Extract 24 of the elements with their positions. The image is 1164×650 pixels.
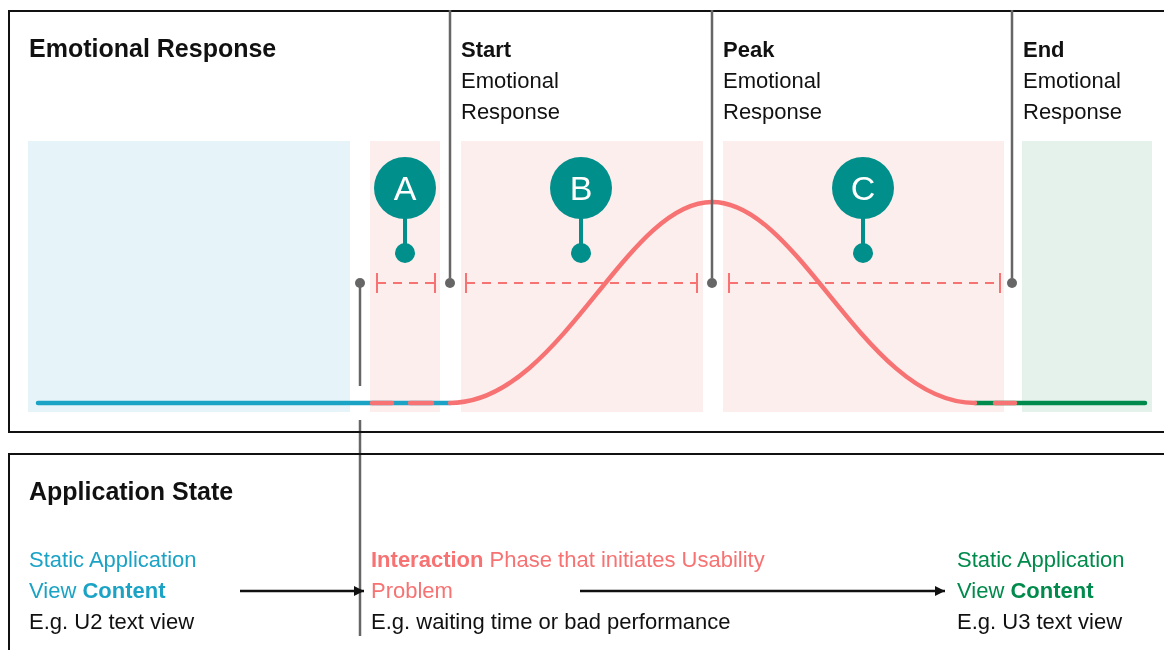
- state-label: Interaction Phase that initiates Usability Problem: [371, 546, 766, 605]
- phase-heading: Peak: [723, 36, 776, 64]
- leader-line: [1010, 10, 1014, 278]
- example-text: E.g. waiting time or bad performance: [371, 608, 732, 636]
- state-label: Static Application View Content: [957, 546, 1126, 605]
- arrow: [580, 586, 945, 596]
- leader-line: [448, 10, 452, 278]
- timeline-dot: [707, 278, 717, 288]
- section-title: Application State: [29, 477, 234, 506]
- phase-label: Emotional Response: [461, 67, 562, 126]
- timeline-dot: [1007, 278, 1017, 288]
- phase-label: Emotional Response: [1023, 67, 1124, 126]
- state-label: Static Application View Content: [29, 546, 198, 605]
- leader-line: [710, 10, 714, 278]
- section-title: Emotional Response: [29, 34, 277, 63]
- example-text: E.g. U3 text view: [957, 608, 1124, 636]
- example-text: E.g. U2 text view: [29, 608, 196, 636]
- section-panel: [8, 10, 1164, 433]
- phase-heading: Start: [461, 36, 513, 64]
- arrow: [240, 586, 364, 596]
- timeline-dot: [445, 278, 455, 288]
- section-panel: [8, 453, 1164, 650]
- phase-label: Emotional Response: [723, 67, 824, 126]
- phase-heading: End: [1023, 36, 1066, 64]
